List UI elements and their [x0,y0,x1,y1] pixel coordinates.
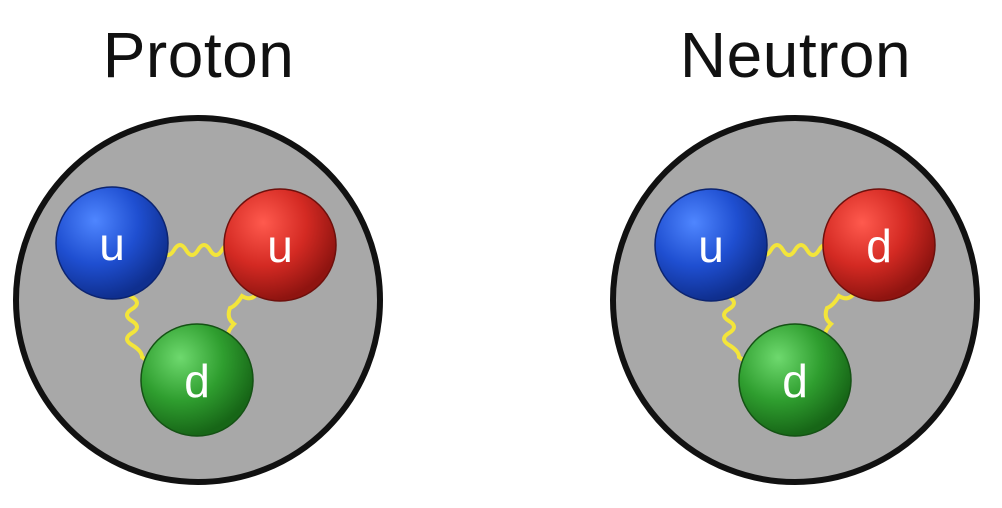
neutron-panel: u d d Neutron [501,0,1002,508]
quark-label: u [267,220,293,272]
down-quark: d [738,323,852,437]
proton-title: Proton [102,19,295,91]
quark-label: d [782,355,808,407]
proton-diagram: u u d [13,115,383,485]
up-quark: u [55,186,169,300]
neutron-diagram: u d d [610,115,980,485]
up-quark: u [654,188,768,302]
proton-panel: u u d Proton [13,19,383,485]
down-quark: d [822,188,936,302]
neutron-title: Neutron [679,19,912,91]
quark-label: d [866,220,892,272]
quark-label: u [698,220,724,272]
up-quark: u [223,188,337,302]
quark-label: d [184,355,210,407]
down-quark: d [140,323,254,437]
quark-label: u [99,218,125,270]
